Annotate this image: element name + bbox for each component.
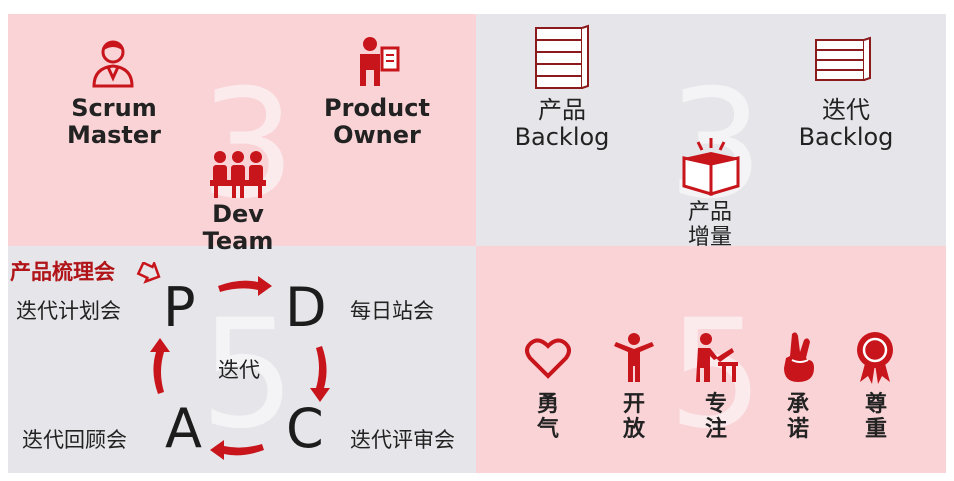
crossed-fingers-icon	[784, 332, 814, 382]
review-label: 迭代评审会	[350, 428, 455, 452]
value-label-commitment: 承 诺	[786, 392, 809, 442]
cycle-arrows-icon	[150, 276, 330, 460]
product-backlog-icon	[535, 24, 589, 89]
letter-a: A	[165, 397, 202, 460]
rosette-icon	[857, 332, 893, 384]
letter-c: C	[286, 397, 324, 460]
product-owner-icon	[360, 37, 400, 86]
focus-desk-icon	[696, 333, 738, 382]
dev-team-icon	[210, 151, 266, 198]
daily-label: 每日站会	[350, 299, 434, 323]
refinement-arrow-icon	[136, 262, 161, 284]
value-label-openness: 开 放	[622, 392, 645, 442]
planning-label: 迭代计划会	[16, 299, 121, 323]
values-count: 5	[668, 288, 764, 462]
sprint-backlog-icon	[815, 36, 871, 81]
increment-label: 产品 增量	[687, 200, 732, 250]
letter-p: P	[163, 276, 196, 339]
retrospective-label: 迭代回顾会	[22, 428, 127, 452]
value-label-courage: 勇 气	[536, 392, 559, 442]
refinement-label: 产品梳理会	[10, 260, 115, 284]
letter-d: D	[285, 276, 327, 339]
product-owner-label: Product Owner	[324, 94, 430, 149]
events-count: 5	[200, 288, 296, 462]
value-label-focus: 专 注	[704, 392, 727, 442]
dev-team-label: Dev Team	[202, 200, 274, 255]
product-backlog-label: 产品 Backlog	[514, 96, 610, 151]
scrum-master-icon	[92, 40, 134, 88]
value-label-respect: 尊 重	[864, 392, 887, 442]
open-arms-icon	[614, 333, 654, 382]
heart-icon	[525, 338, 571, 379]
increment-box-icon	[682, 138, 740, 197]
sprint-backlog-label: 迭代 Backlog	[798, 96, 894, 151]
sprint-label: 迭代	[218, 358, 260, 382]
scrum-master-label: Scrum Master	[67, 94, 161, 149]
artifacts-count: 3	[668, 58, 764, 232]
